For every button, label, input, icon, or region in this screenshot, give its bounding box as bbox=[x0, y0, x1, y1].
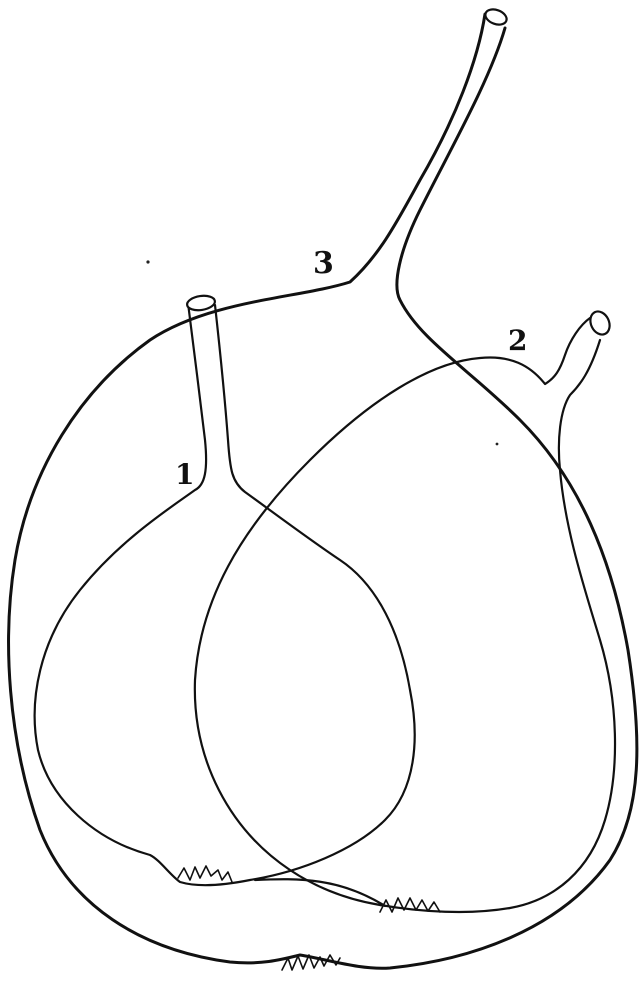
speck-dot bbox=[496, 443, 499, 446]
pear-2-outline bbox=[195, 318, 615, 912]
pear-1-stem-end bbox=[186, 294, 216, 312]
pear-3-stem-end bbox=[483, 7, 508, 28]
pear-1 bbox=[35, 294, 415, 885]
pear-3-label: 3 bbox=[313, 246, 334, 281]
pear-1-calyx bbox=[178, 866, 232, 882]
pear-3-outline bbox=[9, 14, 637, 968]
pear-2-label: 2 bbox=[508, 324, 527, 357]
pear-1-outline bbox=[35, 303, 415, 885]
pear-3 bbox=[9, 7, 637, 970]
speck-dot bbox=[146, 260, 149, 263]
pear-2-stem-end bbox=[587, 308, 613, 337]
pear-1-label: 1 bbox=[175, 458, 194, 491]
pear-2 bbox=[195, 308, 615, 912]
